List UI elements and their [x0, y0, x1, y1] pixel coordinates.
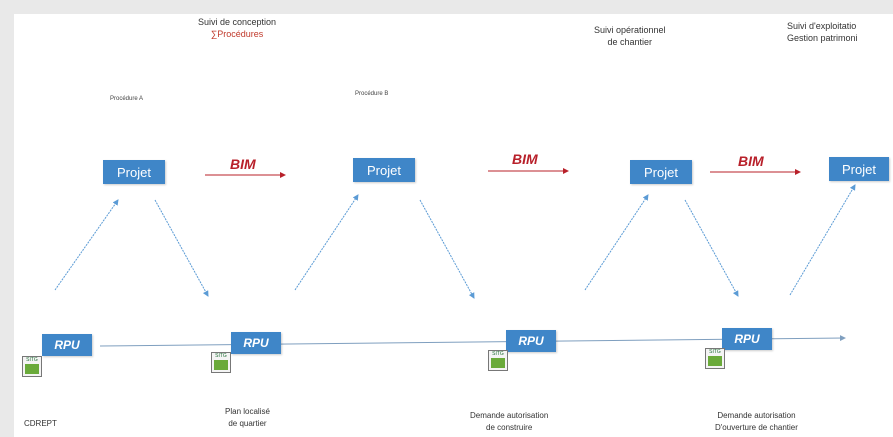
diagram-canvas [14, 14, 893, 437]
arrow-down-1 [154, 199, 209, 297]
sitg-label-3: SITG [492, 351, 504, 357]
arrow-up-1 [54, 199, 119, 291]
milestone-doc-line1: Demande autorisation [717, 411, 796, 420]
sitg-icon-3: SITG [488, 350, 508, 371]
milestone-plq-line1: Plan localisé [225, 407, 270, 416]
sitg-icon-4: SITG [705, 348, 725, 369]
milestone-cdrept: CDREPT [24, 418, 57, 430]
sitg-icon-1: SITG [22, 356, 42, 377]
rpu-box-3: RPU [506, 330, 556, 352]
milestone-doc-line2: D'ouverture de chantier [715, 423, 798, 432]
rpu-box-1: RPU [42, 334, 92, 356]
phase-chantier-sub: de chantier [607, 37, 653, 47]
milestone-cdrept-line1: CDREPT [24, 419, 57, 428]
phase-conception: Suivi de conception ∑Procédures [198, 16, 276, 40]
arrow-up-2 [294, 194, 359, 291]
timeline-line [99, 335, 846, 347]
sitg-icon-2: SITG [211, 352, 231, 373]
projet-box-3: Projet [630, 160, 692, 184]
sitg-label-4: SITG [709, 349, 721, 355]
phase-conception-title: Suivi de conception [198, 17, 277, 27]
rpu-box-2: RPU [231, 332, 281, 354]
phase-conception-sub: ∑Procédures [210, 29, 264, 39]
rpu-box-4: RPU [722, 328, 772, 350]
phase-chantier: Suivi opérationnel de chantier [594, 24, 666, 48]
milestone-plq: Plan localisé de quartier [225, 406, 270, 430]
projet-box-1: Projet [103, 160, 165, 184]
phase-exploitation: Suivi d'exploitatio Gestion patrimoni [787, 20, 858, 44]
bim-label-3: BIM [738, 153, 764, 169]
projet-box-4: Projet [829, 157, 889, 181]
milestone-plq-line2: de quartier [228, 419, 267, 428]
milestone-dac-line2: de construire [486, 423, 533, 432]
bim-label-1: BIM [230, 156, 256, 172]
milestone-dac: Demande autorisation de construire [470, 410, 548, 434]
milestone-doc: Demande autorisation D'ouverture de chan… [715, 410, 798, 434]
arrow-down-2 [419, 199, 475, 299]
sitg-label-1: SITG [26, 357, 38, 363]
procedure-b-label: Procédure B [355, 91, 389, 97]
phase-exploitation-sub: Gestion patrimoni [787, 33, 858, 43]
bim-label-2: BIM [512, 151, 538, 167]
procedure-a-label: Procédure A [110, 96, 144, 102]
phase-exploitation-title: Suivi d'exploitatio [787, 21, 857, 31]
arrow-up-4 [789, 184, 856, 296]
sitg-label-2: SITG [215, 353, 227, 359]
phase-chantier-title: Suivi opérationnel [594, 25, 666, 35]
arrow-down-3 [684, 199, 739, 297]
milestone-dac-line1: Demande autorisation [470, 411, 549, 420]
projet-box-2: Projet [353, 158, 415, 182]
arrow-up-3 [584, 194, 649, 291]
